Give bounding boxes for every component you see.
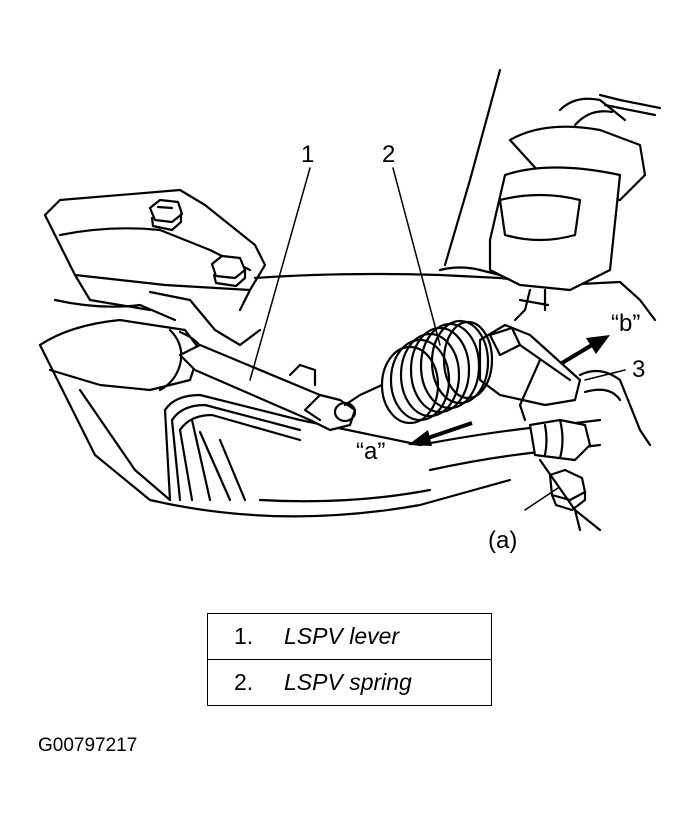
callout-a: “a” xyxy=(356,438,385,465)
upper-bracket xyxy=(43,188,267,347)
callout-1: 1 xyxy=(301,141,314,168)
lspv-lever xyxy=(178,343,357,432)
lspv-illustration: 1 2 3 “a” “b” (a) xyxy=(38,68,662,554)
figure-code: G00797217 xyxy=(38,735,138,756)
body-panel xyxy=(253,68,657,322)
arrow-a xyxy=(408,421,473,446)
legend-text: LSPV lever xyxy=(284,623,400,649)
lspv-spring xyxy=(343,319,494,425)
legend-text: LSPV spring xyxy=(284,669,412,695)
callout-b: “b” xyxy=(611,310,640,337)
legend-cell: 2. LSPV spring xyxy=(207,659,492,706)
bracket-bolt-lower xyxy=(210,254,247,288)
mounting-bolt xyxy=(538,458,602,532)
legend-row: 1. LSPV lever xyxy=(207,613,492,660)
legend-number: 1. xyxy=(234,623,254,649)
legend-table: 1. LSPV lever 2. LSPV spring xyxy=(207,613,492,706)
callout-paren-a: (a) xyxy=(488,527,517,554)
legend-number: 2. xyxy=(234,669,254,695)
brake-pipes xyxy=(148,393,512,518)
valve-bracket xyxy=(478,323,582,422)
lspv-valve xyxy=(488,93,662,322)
leader-lines xyxy=(249,167,626,511)
legend-row: 2. LSPV spring xyxy=(207,659,492,706)
callout-3: 3 xyxy=(632,356,645,383)
axle-rod xyxy=(418,369,652,472)
axle-housing xyxy=(38,298,207,502)
arrow-b xyxy=(560,335,610,365)
bracket-bolt-upper xyxy=(148,198,184,232)
callout-2: 2 xyxy=(382,141,395,168)
legend-cell: 1. LSPV lever xyxy=(207,613,492,660)
